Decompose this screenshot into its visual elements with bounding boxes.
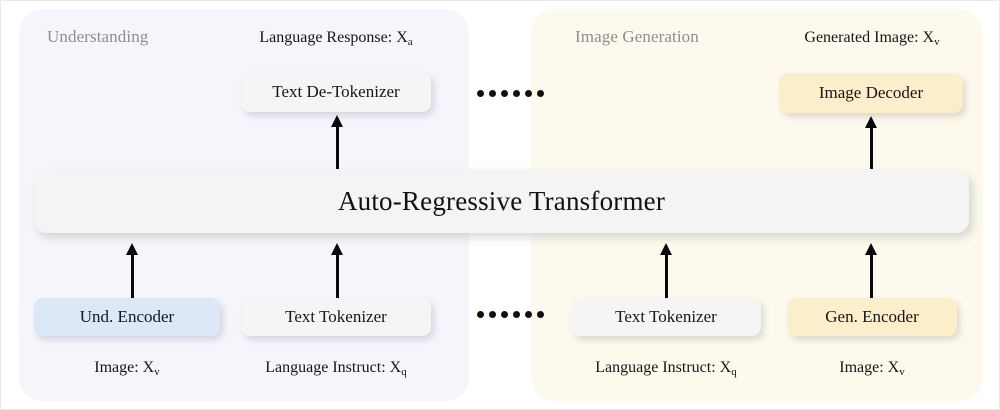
caption-language-instruct-left: Language Instruct: Xq xyxy=(241,359,431,378)
caption-language-instruct-right-subscript: q xyxy=(731,366,737,378)
ellipsis-dot xyxy=(501,90,508,97)
ellipsis-dot xyxy=(489,90,496,97)
arrow-head xyxy=(126,243,138,255)
module-text-tokenizer-left[interactable]: Text Tokenizer xyxy=(241,298,431,336)
arrow-head xyxy=(331,115,343,127)
caption-image-right-text: Image: X xyxy=(839,359,900,376)
caption-generated-image-subscript: v xyxy=(934,36,940,48)
caption-image-left-text: Image: X xyxy=(94,359,155,376)
caption-language-response-text: Language Response: X xyxy=(259,29,408,46)
caption-language-response-subscript: a xyxy=(407,36,413,48)
arrow-head xyxy=(865,116,877,128)
caption-language-instruct-left-subscript: q xyxy=(401,366,407,378)
ellipsis-bottom xyxy=(477,311,544,318)
caption-language-instruct-right: Language Instruct: Xq xyxy=(571,359,761,378)
caption-language-instruct-right-text: Language Instruct: X xyxy=(595,359,732,376)
arrow-transformer-to-text-de-tokenizer xyxy=(330,115,344,169)
module-gen-encoder[interactable]: Gen. Encoder xyxy=(787,298,957,336)
module-image-decoder[interactable]: Image Decoder xyxy=(779,73,963,113)
panel-understanding-title: Understanding xyxy=(47,27,149,46)
ellipsis-dot xyxy=(513,90,520,97)
ellipsis-dot xyxy=(501,311,508,318)
arrow-text-tokenizer-right-to-transformer xyxy=(659,243,673,298)
arrow-stem xyxy=(130,253,134,298)
arrow-stem xyxy=(664,253,668,298)
module-und-encoder[interactable]: Und. Encoder xyxy=(34,298,220,336)
caption-image-left-subscript: v xyxy=(154,366,160,378)
arrow-head xyxy=(331,243,343,255)
arrow-head xyxy=(660,243,672,255)
module-text-de-tokenizer[interactable]: Text De-Tokenizer xyxy=(241,72,431,112)
ellipsis-dot xyxy=(525,90,532,97)
module-text-tokenizer-right[interactable]: Text Tokenizer xyxy=(571,298,761,336)
ellipsis-top xyxy=(477,90,544,97)
ellipsis-dot xyxy=(513,311,520,318)
caption-language-response: Language Response: Xa xyxy=(241,29,431,48)
auto-regressive-transformer-label: Auto-Regressive Transformer xyxy=(337,185,666,216)
ellipsis-dot xyxy=(489,311,496,318)
arrow-stem xyxy=(335,125,339,169)
ellipsis-dot xyxy=(477,90,484,97)
caption-image-right-subscript: v xyxy=(899,366,905,378)
caption-language-instruct-left-text: Language Instruct: X xyxy=(265,359,402,376)
arrow-stem xyxy=(869,126,873,169)
arrow-gen-encoder-to-transformer xyxy=(864,243,878,298)
panel-image-generation-title: Image Generation xyxy=(575,27,699,46)
arrow-head xyxy=(865,243,877,255)
ellipsis-dot xyxy=(537,311,544,318)
arrow-transformer-to-image-decoder xyxy=(864,116,878,169)
caption-generated-image: Generated Image: Xv xyxy=(779,29,965,48)
arrow-und-encoder-to-transformer xyxy=(125,243,139,298)
caption-generated-image-text: Generated Image: X xyxy=(804,29,935,46)
arrow-stem xyxy=(335,253,339,298)
ellipsis-dot xyxy=(477,311,484,318)
module-auto-regressive-transformer[interactable]: Auto-Regressive Transformer xyxy=(34,169,969,233)
arrow-text-tokenizer-left-to-transformer xyxy=(330,243,344,298)
caption-image-right: Image: Xv xyxy=(787,359,957,378)
ellipsis-dot xyxy=(525,311,532,318)
caption-image-left: Image: Xv xyxy=(34,359,220,378)
arrow-stem xyxy=(869,253,873,298)
ellipsis-dot xyxy=(537,90,544,97)
